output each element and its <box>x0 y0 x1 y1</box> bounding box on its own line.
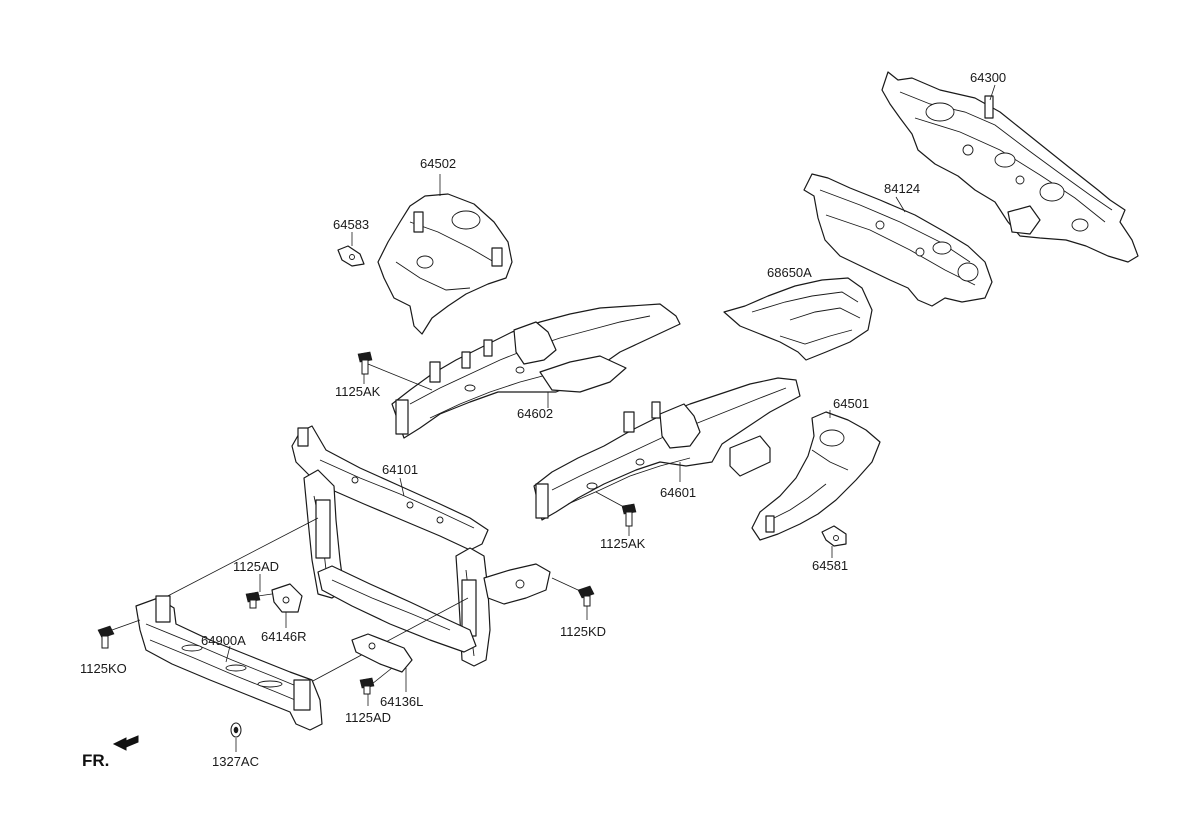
label-64601: 64601 <box>660 485 696 500</box>
dash-panel-part[interactable] <box>881 71 1139 263</box>
front-end-module-carrier-part[interactable] <box>291 425 551 667</box>
label-64300: 64300 <box>970 70 1006 85</box>
label-1327AC: 1327AC <box>212 754 259 769</box>
label-84124: 84124 <box>884 181 920 196</box>
label-64501: 64501 <box>833 396 869 411</box>
label-64583: 64583 <box>333 217 369 232</box>
small-bracket-64583-part[interactable] <box>337 245 365 267</box>
cowl-panel-part[interactable] <box>803 173 993 307</box>
label-64602: 64602 <box>517 406 553 421</box>
label-64101: 64101 <box>382 462 418 477</box>
bolt-1125ad-upper[interactable] <box>245 591 261 609</box>
front-arrow-icon <box>112 735 139 751</box>
label-1125AD-upper: 1125AD <box>233 559 279 574</box>
label-64146R: 64146R <box>261 629 307 644</box>
bolt-1125ad-lower[interactable] <box>359 677 375 695</box>
bolt-1125ak-upper[interactable] <box>357 351 373 375</box>
fender-apron-upper-part[interactable] <box>377 193 513 335</box>
front-side-member-lh-part[interactable] <box>391 303 681 439</box>
label-1125KD: 1125KD <box>560 624 606 639</box>
label-64900A: 64900A <box>201 633 246 648</box>
front-direction-label: FR. <box>82 751 109 770</box>
label-64136L: 64136L <box>380 694 423 709</box>
label-64502: 64502 <box>420 156 456 171</box>
bracket-64146r-part[interactable] <box>271 583 303 613</box>
fender-apron-lower-part[interactable] <box>751 411 881 541</box>
bracket-64136l-part[interactable] <box>351 633 413 673</box>
bolt-1125kd[interactable] <box>577 585 595 607</box>
front-bumper-beam-part[interactable] <box>135 595 323 731</box>
small-bracket-64581-part[interactable] <box>821 525 847 547</box>
label-1125AK-lower: 1125AK <box>600 536 646 551</box>
label-64581: 64581 <box>812 558 848 573</box>
bolt-1125ko[interactable] <box>97 625 115 649</box>
label-68650A: 68650A <box>767 265 812 280</box>
label-1125AD-lower: 1125AD <box>345 710 391 725</box>
front-side-member-rh-part[interactable] <box>533 377 801 521</box>
label-1125AK-upper: 1125AK <box>335 384 381 399</box>
nut-1327ac[interactable] <box>230 722 242 738</box>
bolt-1125ak-lower[interactable] <box>621 503 637 527</box>
label-1125KO: 1125KO <box>80 661 127 676</box>
insulation-pad-part[interactable] <box>723 277 873 361</box>
